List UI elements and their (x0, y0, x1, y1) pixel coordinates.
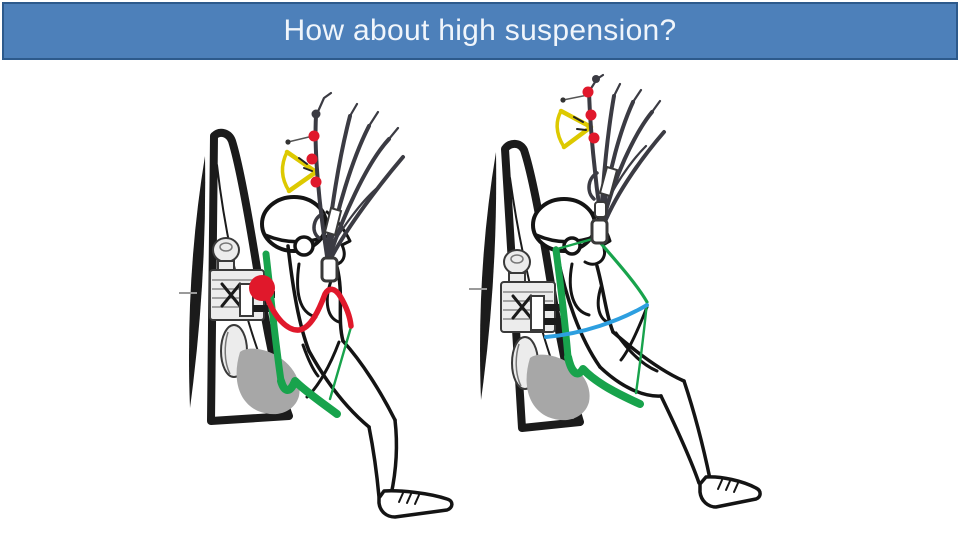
harness-strap-green (552, 236, 649, 408)
riser-link (323, 206, 343, 237)
shin (389, 418, 399, 497)
carabiner (320, 256, 339, 283)
harness-strap-red (249, 275, 354, 333)
lap-strap-blue (544, 303, 649, 339)
arm (296, 262, 318, 319)
propeller (179, 156, 206, 408)
propeller (469, 152, 497, 400)
seat-bag (526, 354, 590, 421)
risers (560, 73, 666, 245)
back-outline (286, 244, 311, 353)
figure-shoulder-suspension (179, 91, 454, 519)
chest-outline (335, 265, 345, 343)
low-hang-point-marker (249, 275, 275, 301)
harness-strap-green (262, 250, 353, 418)
boot (698, 475, 762, 509)
thigh (341, 339, 397, 422)
slide-title: How about high suspension? (283, 14, 677, 47)
pilot (260, 195, 454, 519)
arm (568, 262, 591, 317)
carabiner (590, 218, 609, 245)
risers (285, 91, 405, 283)
riser-link (598, 165, 619, 198)
leg-loop-strap (614, 331, 659, 373)
seat-bag (236, 348, 300, 415)
shin (682, 379, 712, 481)
slide-title-bar: How about high suspension? (2, 2, 958, 60)
ear-protector (293, 235, 315, 257)
chest-outline (595, 264, 615, 334)
figure-high-suspension (469, 73, 762, 509)
